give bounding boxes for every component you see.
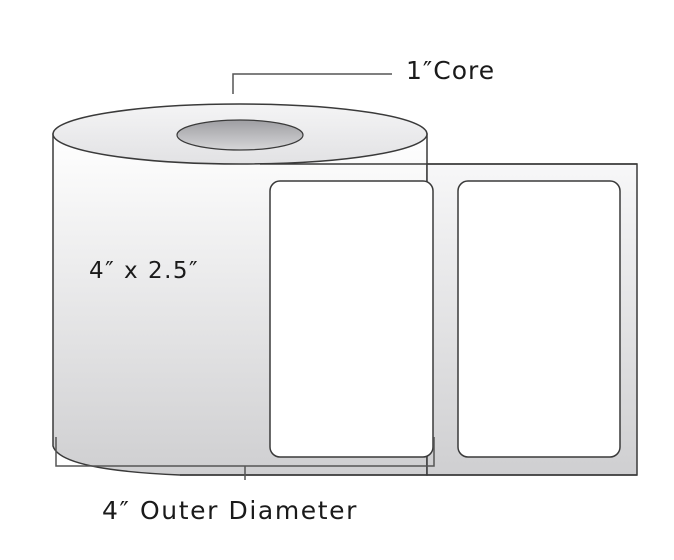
core-hole bbox=[176, 119, 304, 151]
label-2 bbox=[457, 180, 621, 458]
label-size-text: 4″ x 2.5″ bbox=[89, 258, 200, 284]
outer-diameter-label: 4″ Outer Diameter bbox=[102, 496, 359, 525]
core-leader-line bbox=[232, 73, 392, 94]
label-1 bbox=[269, 180, 434, 458]
core-size-label: 1″Core bbox=[406, 56, 496, 85]
diameter-bracket bbox=[55, 437, 435, 480]
